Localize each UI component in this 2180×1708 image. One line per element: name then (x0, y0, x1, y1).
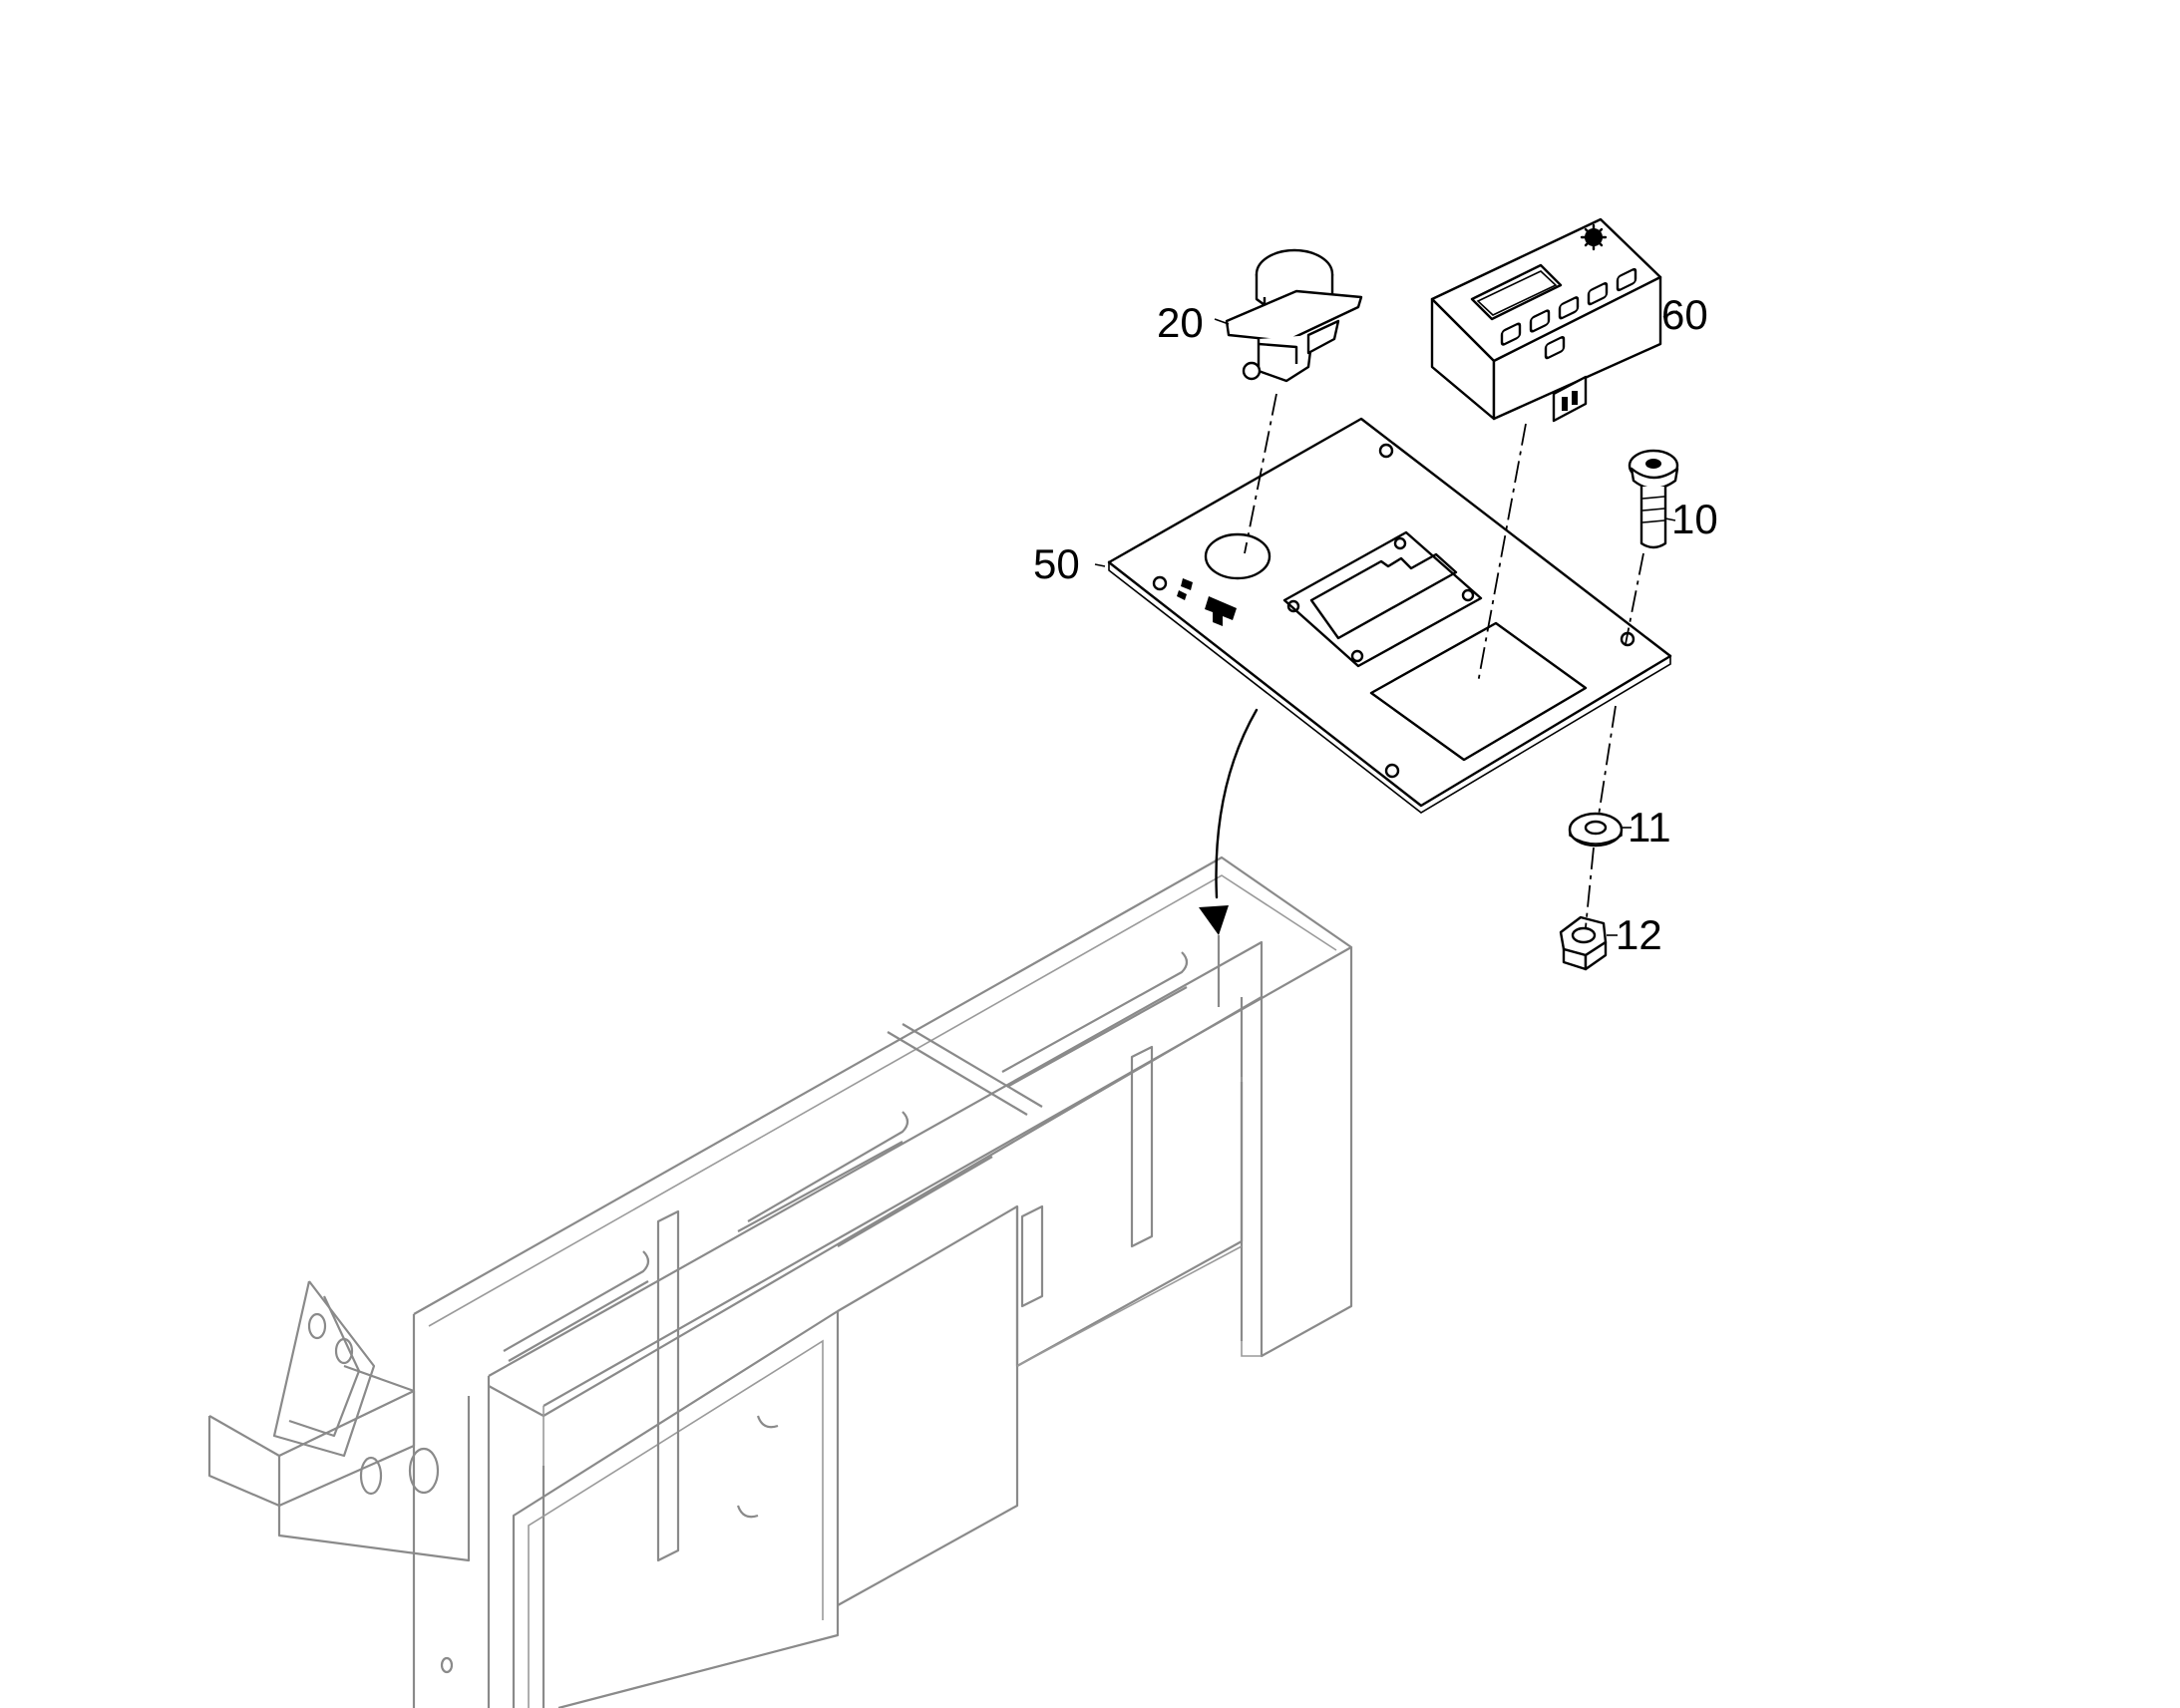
screw (1628, 449, 1679, 549)
push-switch (1225, 248, 1363, 383)
callout-60: 60 (1661, 291, 1708, 338)
assembly-arrow (1199, 708, 1259, 1007)
callout-10: 10 (1671, 496, 1718, 542)
callout-11: 11 (1628, 804, 1671, 851)
callout-20: 20 (1157, 299, 1204, 346)
console-frame (207, 855, 1353, 1708)
display-module (1430, 217, 1662, 423)
callout-12: 12 (1616, 911, 1662, 958)
assembly-lines (1244, 393, 1644, 928)
plate-logo (1177, 578, 1237, 626)
washer (1568, 812, 1624, 848)
hex-nut (1559, 915, 1608, 971)
snowflake-icon (1580, 223, 1608, 251)
mounting-plate (1107, 417, 1672, 814)
callout-50: 50 (1033, 540, 1080, 587)
